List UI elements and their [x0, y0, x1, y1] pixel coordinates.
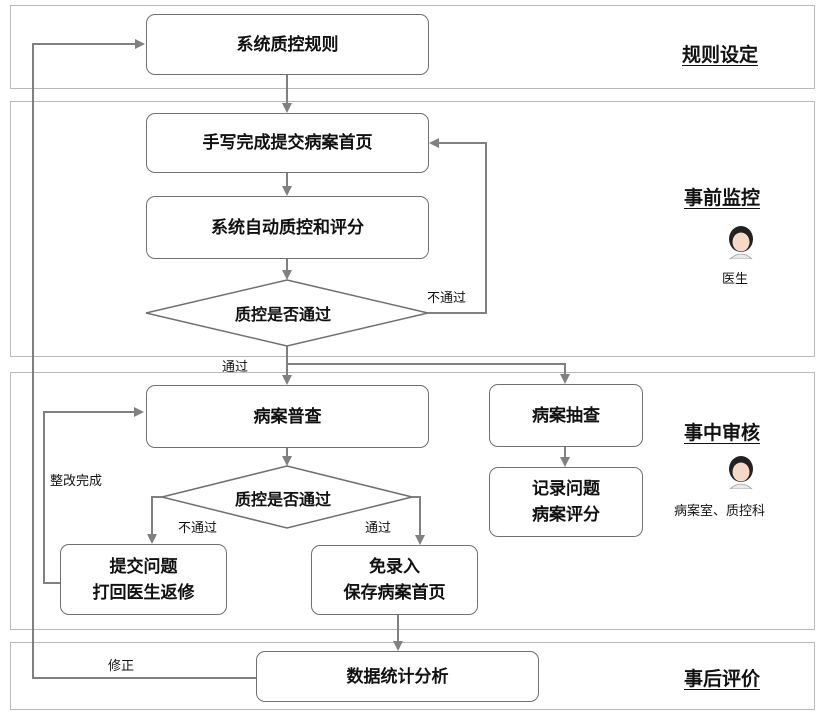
edge-label-pass-1: 通过 [222, 360, 249, 375]
node-system-qc-rules: 系统质控规则 [146, 14, 429, 75]
edge-rectified-loop [43, 407, 144, 584]
node-record-score: 记录问题 病案评分 [489, 467, 643, 537]
decision-diamond-1 [145, 279, 429, 347]
node-data-stats: 数据统计分析 [256, 651, 539, 702]
decision-1-label: 质控是否通过 [235, 305, 332, 324]
role-records-qc: 病案室、质控科 [674, 504, 766, 519]
node-auto-qc-score: 系统自动质控和评分 [146, 196, 429, 259]
edge-label-fail-2: 不通过 [178, 521, 218, 536]
role-doctor: 医生 [722, 272, 749, 287]
section-title-post-evaluation: 事后评价 [684, 668, 761, 690]
edge-label-fail-1: 不通过 [427, 291, 467, 306]
node-return-to-doctor: 提交问题 打回医生返修 [60, 544, 227, 615]
decision-diamond-2 [161, 465, 413, 529]
node-exempt-save: 免录入 保存病案首页 [311, 545, 478, 615]
edge-decision2-pass [412, 496, 425, 545]
decision-2-label: 质控是否通过 [235, 490, 332, 509]
node-handwrite-submit: 手写完成提交病案首页 [146, 113, 429, 173]
edge-decision2-fail [147, 496, 162, 544]
edge-label-correction: 修正 [108, 659, 135, 674]
section-title-rule-setting: 规则设定 [682, 44, 759, 66]
section-title-in-process-review: 事中审核 [684, 422, 761, 444]
doctor-avatar-icon [729, 226, 753, 259]
node-sampling: 病案抽查 [489, 384, 643, 447]
edge-correction-loop [32, 39, 256, 679]
edge-decision1-to-sampling [287, 363, 570, 384]
staff-avatar-icon [729, 456, 753, 489]
edge-label-pass-2: 通过 [365, 521, 392, 536]
section-title-pre-monitoring: 事前监控 [684, 187, 761, 209]
edge-label-rectified: 整改完成 [50, 474, 103, 489]
edge-decision1-fail-loop [428, 138, 487, 314]
node-census: 病案普查 [146, 385, 429, 448]
